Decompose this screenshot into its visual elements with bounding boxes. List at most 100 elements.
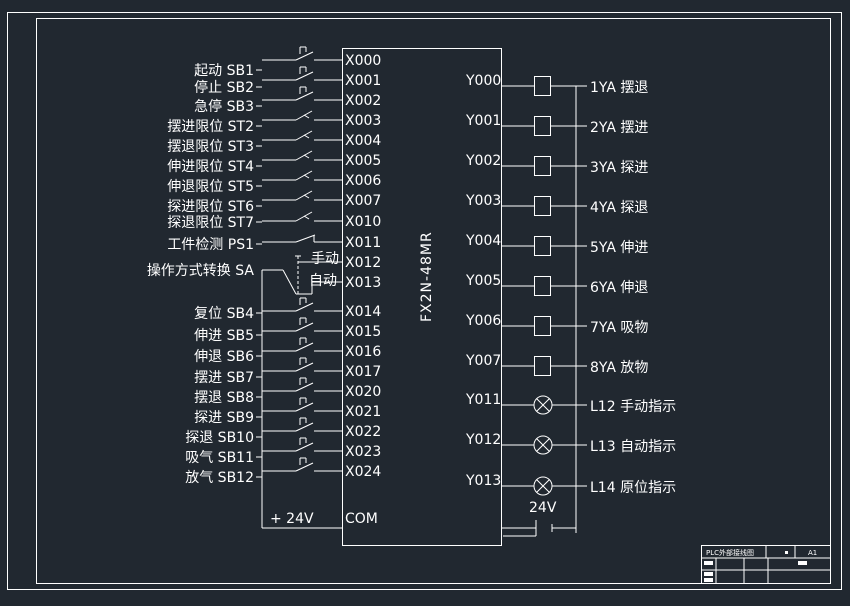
solenoid-coil: [534, 356, 551, 376]
input-label: 放气 SB12: [185, 470, 254, 486]
input-address: X002: [345, 93, 381, 109]
input-x014: X014 复位 SB4: [194, 297, 381, 322]
input-address: X004: [345, 133, 381, 149]
input-address: X014: [345, 304, 381, 320]
output-label: 3YA 探进: [590, 160, 648, 176]
input-x012: X012: [345, 255, 381, 271]
title-block-sheet: A1: [808, 549, 817, 557]
output-label: 1YA 摆退: [590, 80, 648, 96]
input-x002: X002 急停 SB3: [194, 86, 381, 115]
input-label: 探退 SB10: [185, 430, 254, 446]
solenoid-coil: [534, 196, 551, 216]
input-address: X001: [345, 73, 381, 89]
output-label: L12 手动指示: [590, 399, 676, 415]
output-terminals: Y000 1YA 摆退 Y001 2YA 摆进 Y002 3YA 探进 Y003 4YA 探退…: [465, 73, 676, 496]
output-label: L14 原位指示: [590, 480, 676, 496]
input-label: 探进限位 ST6: [167, 199, 254, 215]
input-address: X024: [345, 464, 381, 480]
input-x016: X016 伸退 SB6: [194, 337, 381, 365]
input-x010: X010 探退限位 ST7: [167, 211, 381, 231]
input-label: 复位 SB4: [194, 305, 254, 322]
input-x006: X006 伸退限位 ST5: [167, 170, 381, 195]
output-y002: Y002 3YA 探进: [465, 153, 648, 176]
outer-frame: [7, 12, 842, 590]
solenoid-coil: [534, 236, 551, 256]
input-x022: X022 探退 SB10: [185, 417, 381, 446]
output-label: L13 自动指示: [590, 439, 676, 455]
output-label: 6YA 伸退: [590, 280, 648, 296]
input-address: X010: [345, 214, 381, 230]
output-address: Y012: [465, 432, 501, 448]
input-x004: X004 摆退限位 ST3: [167, 130, 381, 155]
solenoid-coil: [534, 276, 551, 296]
title-block: PLC外部接线图 A1: [701, 545, 831, 584]
plc-body: [342, 48, 502, 546]
output-label: 2YA 摆进: [590, 120, 648, 136]
input-x013: X013: [345, 275, 381, 291]
plc-model-label: FX2N-48MR: [419, 231, 435, 322]
solenoid-coil: [534, 76, 551, 96]
solenoid-coil: [534, 156, 551, 176]
inner-frame: [36, 18, 831, 584]
output-label: 4YA 探退: [590, 200, 648, 216]
input-address: X015: [345, 324, 381, 340]
input-address: X000: [345, 53, 381, 69]
input-label: 摆退限位 ST3: [167, 139, 254, 155]
selector-auto-label: 自动: [309, 273, 337, 289]
input-address: X023: [345, 444, 381, 460]
input-label: 伸退限位 ST5: [167, 179, 254, 195]
selector-switch-sa: 操作方式转换 SA 手动 自动: [147, 251, 342, 296]
input-label: 摆进限位 ST2: [167, 119, 254, 135]
input-address: X012: [345, 255, 381, 271]
input-label: 伸退 SB6: [194, 349, 254, 365]
output-address: Y000: [465, 73, 501, 89]
input-label: 工件检测 PS1: [167, 237, 254, 253]
input-address: X006: [345, 173, 381, 189]
com-terminal-label: COM: [345, 511, 378, 527]
input-address: X022: [345, 424, 381, 440]
input-x011: X011 工件检测 PS1: [167, 234, 381, 253]
input-x000: X000 起动 SB1: [194, 46, 381, 79]
output-address: Y007: [465, 353, 501, 369]
input-address: X005: [345, 153, 381, 169]
input-x001: X001 停止 SB2: [194, 66, 381, 96]
output-address: Y001: [465, 113, 501, 129]
input-address: X007: [345, 193, 381, 209]
output-address: Y003: [465, 193, 501, 209]
solenoid-coil: [534, 316, 551, 336]
input-label: 急停 SB3: [194, 98, 254, 115]
input-address: X016: [345, 344, 381, 360]
input-label: 停止 SB2: [194, 79, 254, 96]
input-x005: X005 伸进限位 ST4: [167, 150, 381, 175]
output-address: Y006: [465, 313, 501, 329]
output-supply-label: 24V: [529, 500, 557, 516]
input-address: X017: [345, 364, 381, 380]
selector-manual-label: 手动: [311, 251, 339, 267]
output-address: Y013: [465, 473, 501, 489]
output-y000: Y000 1YA 摆退: [465, 73, 648, 96]
input-label: 探进 SB9: [194, 410, 254, 426]
output-y003: Y003 4YA 探退: [465, 193, 648, 216]
input-label: 探退限位 ST7: [167, 215, 254, 231]
output-y013: Y013 L14 原位指示: [465, 473, 676, 496]
input-x015: X015 伸进 SB5: [194, 317, 381, 344]
output-y005: Y005 6YA 伸退: [465, 273, 648, 296]
input-address: X013: [345, 275, 381, 291]
input-label: 伸进 SB5: [194, 328, 254, 344]
input-x007: X007 探进限位 ST6: [167, 190, 381, 215]
input-label: 伸进限位 ST4: [167, 159, 254, 175]
input-label: 起动 SB1: [194, 63, 254, 79]
output-address: Y005: [465, 273, 501, 289]
input-address: X011: [345, 235, 381, 251]
output-address: Y002: [465, 153, 501, 169]
